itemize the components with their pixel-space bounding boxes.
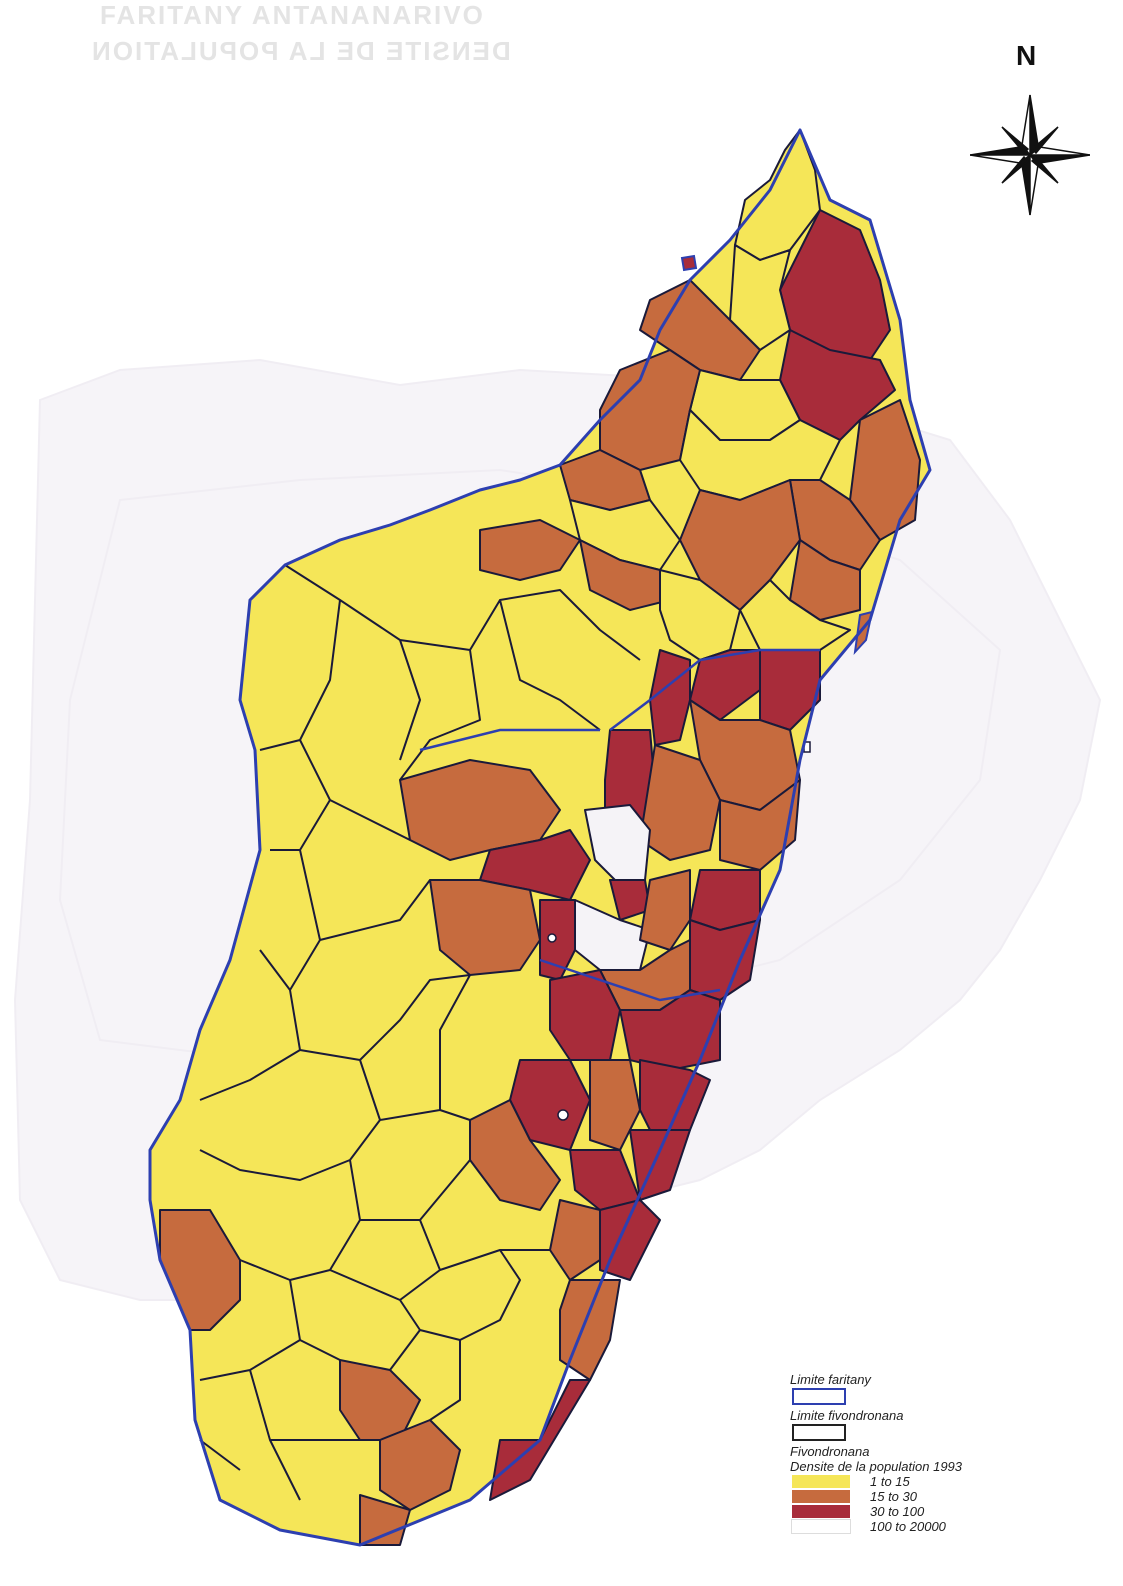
legend-class-label: 1 to 15: [870, 1474, 910, 1489]
faded-title-line-1: FARITANY ANTANANARIVO: [100, 0, 485, 30]
legend-class-row: 100 to 20000: [790, 1519, 1090, 1534]
region-sc-red-2: [619, 989, 721, 1071]
legend-province-boundary-swatch: [792, 1388, 846, 1405]
province-internal-boundary: [419, 648, 820, 1002]
legend-class-row: 30 to 100: [790, 1504, 1090, 1519]
legend-class-swatch: [792, 1490, 850, 1503]
legend-layer-name: Fivondronana: [790, 1444, 870, 1459]
legend-province-boundary-label: Limite faritany: [790, 1372, 871, 1387]
legend-class-swatch: [792, 1475, 850, 1488]
legend-classes: 1 to 15 15 to 30 30 to 100 100 to 20000: [790, 1474, 1090, 1534]
legend-class-label: 100 to 20000: [870, 1519, 946, 1534]
region-sc-orange-2: [469, 1099, 561, 1211]
island-regions: [149, 129, 931, 1546]
legend-class-row: 15 to 30: [790, 1489, 1090, 1504]
region-nw-orange-4: [479, 519, 581, 581]
legend-class-swatch: [792, 1505, 850, 1518]
region-s-orange-3: [359, 1494, 411, 1546]
legend-class-label: 30 to 100: [870, 1504, 925, 1519]
legend-density-title: Densite de la population 1993: [790, 1459, 963, 1474]
map-legend: Limite faritany Limite fivondronana Fivo…: [790, 1372, 1090, 1534]
small-high-density-spots: [547, 741, 811, 1121]
province-boundary: [148, 128, 932, 1547]
region-e-orange-3: [719, 779, 801, 871]
legend-class-row: 1 to 15: [790, 1474, 1090, 1489]
compass-rose: N: [970, 40, 1090, 216]
region-se-orange-1: [549, 1199, 601, 1281]
legend-district-boundary-label: Limite fivondronana: [790, 1408, 904, 1423]
legend-class-label: 15 to 30: [870, 1489, 917, 1504]
north-label: N: [1016, 40, 1037, 71]
compass-rose-icon: [970, 94, 1090, 216]
region-e-red-4: [689, 869, 761, 931]
region-c-orange-4: [429, 879, 541, 976]
legend-class-swatch: [791, 1519, 851, 1534]
region-e-orange-4: [639, 869, 691, 951]
legend-district-boundary-swatch: [792, 1424, 846, 1441]
region-se-red-1: [599, 1199, 661, 1281]
